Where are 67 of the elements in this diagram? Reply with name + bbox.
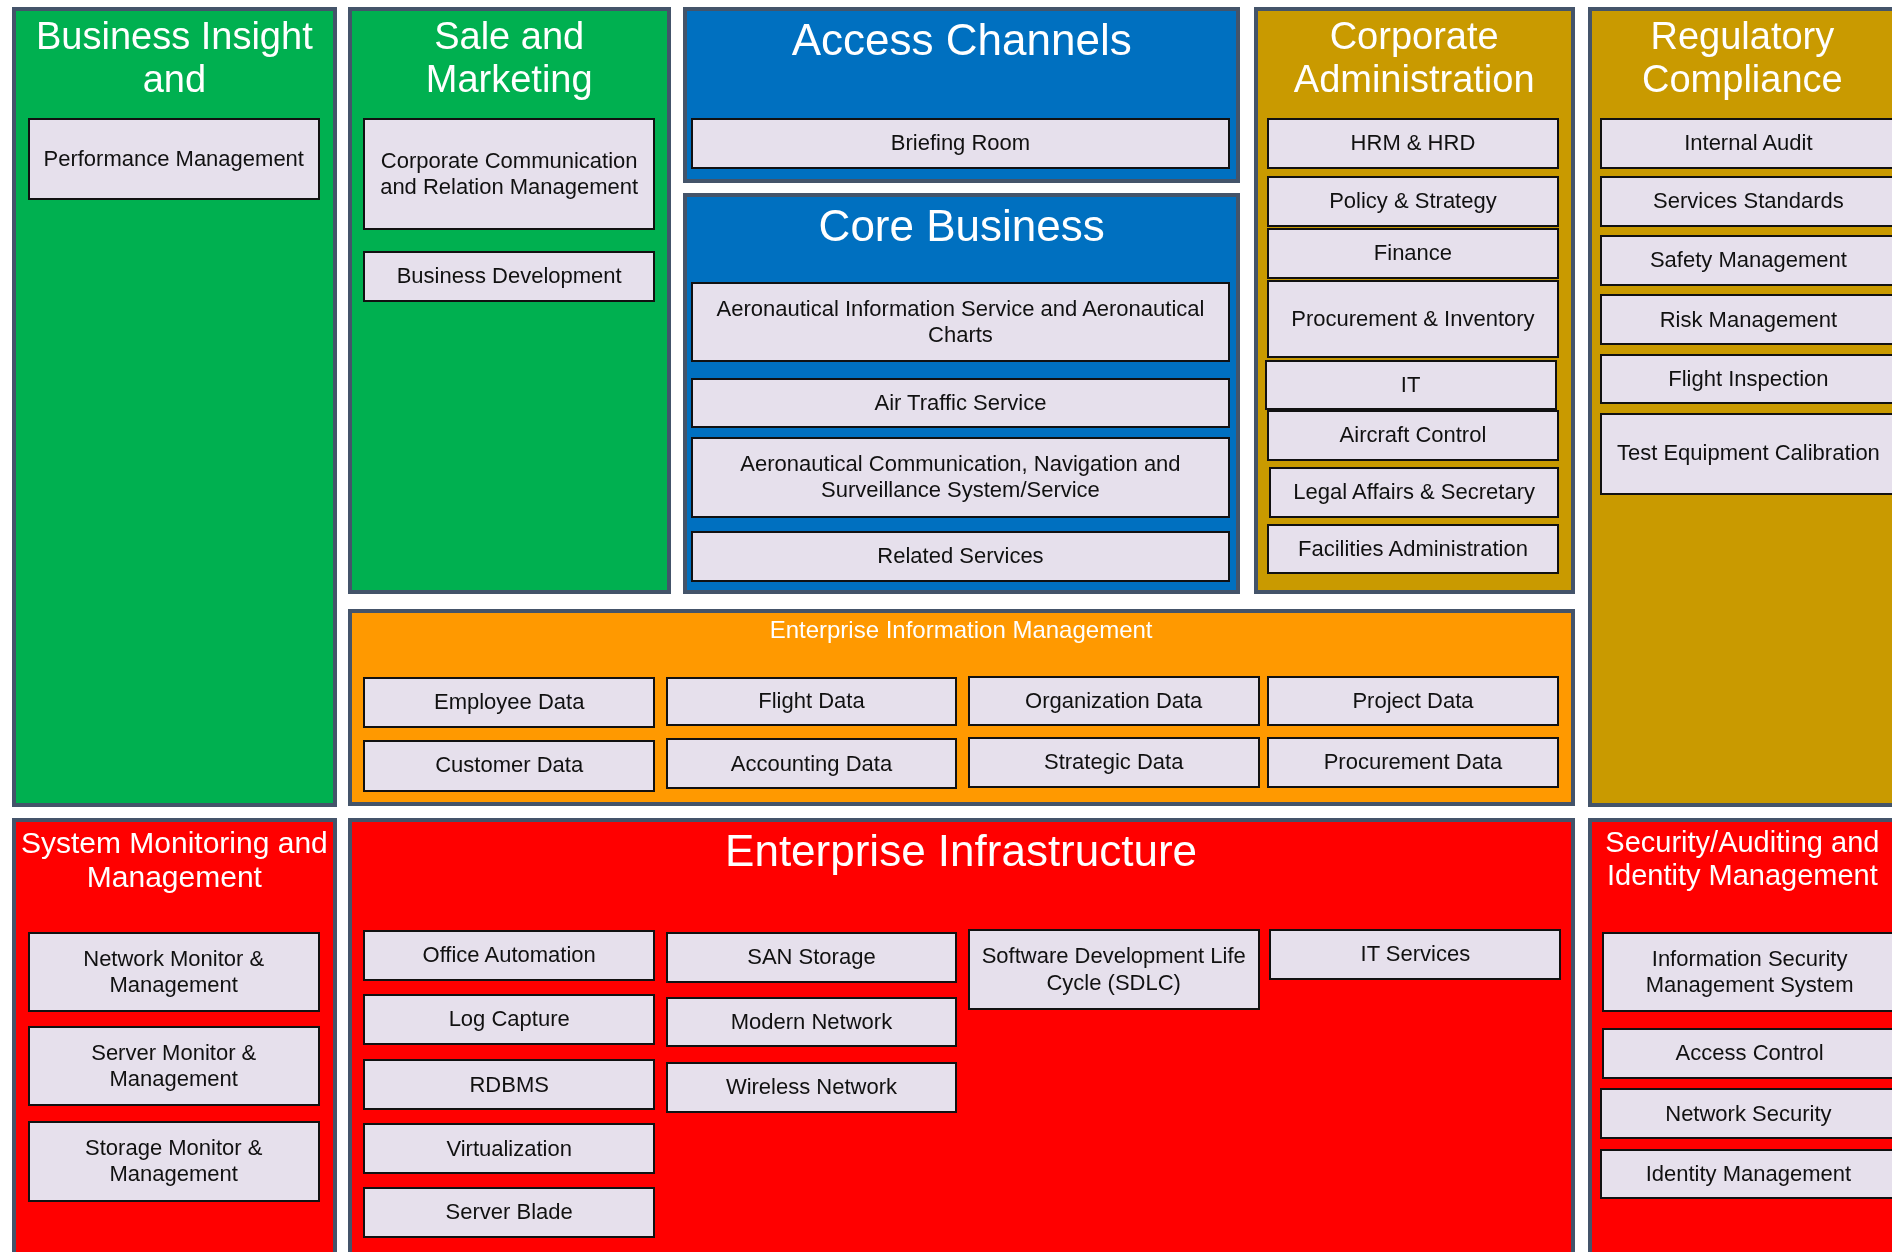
- domain-panel: [682, 193, 1241, 594]
- capability-box: Project Data: [1266, 675, 1559, 727]
- capability-box: Test Equipment Calibration: [1600, 412, 1892, 495]
- capability-box: Server Monitor & Management: [27, 1025, 320, 1107]
- domain-panel: [1253, 7, 1575, 594]
- capability-box: SAN Storage: [666, 931, 957, 984]
- panel-title: Security/Auditing and Identity Management: [1604, 826, 1881, 892]
- capability-box: Facilities Administration: [1266, 523, 1559, 575]
- panel-title: System Monitoring and Management: [19, 826, 329, 894]
- capability-box: IT Services: [1269, 929, 1562, 980]
- domain-panel: [12, 7, 337, 808]
- capability-box: Server Blade: [363, 1187, 656, 1238]
- panel-title: Enterprise Information Management: [768, 617, 1154, 645]
- capability-box: Aeronautical Information Service and Aeronautical Charts: [691, 282, 1230, 362]
- capability-box: Performance Management: [27, 118, 320, 201]
- capability-box: Legal Affairs & Secretary: [1269, 466, 1559, 518]
- capability-box: RDBMS: [363, 1059, 656, 1111]
- capability-box: Aeronautical Communication, Navigation and Surveillance System/Service: [691, 436, 1230, 518]
- capability-box: HRM & HRD: [1266, 118, 1559, 169]
- domain-panel: [682, 7, 1241, 184]
- capability-box: Finance: [1266, 228, 1559, 279]
- capability-box: Software Development Life Cycle (SDLC): [967, 929, 1260, 1010]
- domain-panel: [12, 818, 337, 1252]
- capability-box: Identity Management: [1600, 1148, 1892, 1200]
- panel-title: Enterprise Infrastructure: [724, 826, 1199, 876]
- panel-title: Access Channels: [790, 15, 1133, 65]
- capability-box: Corporate Communication and Relation Management: [363, 118, 656, 231]
- panel-title: Sale and Marketing: [424, 15, 594, 101]
- capability-box: Services Standards: [1600, 176, 1892, 227]
- capability-box: Risk Management: [1600, 294, 1892, 346]
- capability-box: Modern Network: [666, 996, 957, 1048]
- capability-box: Internal Audit: [1600, 118, 1892, 169]
- capability-box: Procurement Data: [1266, 737, 1559, 788]
- domain-panel: [347, 7, 671, 594]
- domain-panel: [1587, 818, 1892, 1252]
- capability-box: IT: [1264, 359, 1557, 411]
- capability-box: Access Control: [1602, 1028, 1892, 1079]
- capability-box: Employee Data: [363, 676, 656, 728]
- panel-title: Regulatory Compliance: [1641, 15, 1844, 101]
- capability-box: Virtualization: [363, 1123, 656, 1175]
- panel-title: Business Insight and: [35, 15, 314, 101]
- domain-panel: [347, 818, 1575, 1252]
- capability-box: Office Automation: [363, 930, 656, 981]
- capability-box: Storage Monitor & Management: [27, 1120, 320, 1202]
- panel-title: Corporate Administration: [1292, 15, 1536, 101]
- domain-panel: [347, 609, 1575, 806]
- capability-box: Business Development: [363, 250, 656, 302]
- capability-box: Procurement & Inventory: [1266, 279, 1559, 359]
- capability-box: Briefing Room: [691, 118, 1230, 169]
- capability-box: Strategic Data: [967, 737, 1260, 788]
- capability-box: Wireless Network: [666, 1061, 957, 1113]
- capability-box: Network Security: [1600, 1088, 1892, 1140]
- capability-box: Aircraft Control: [1266, 410, 1559, 461]
- capability-box: Safety Management: [1600, 235, 1892, 286]
- capability-box: Log Capture: [363, 994, 656, 1045]
- capability-box: Customer Data: [363, 739, 656, 792]
- capability-box: Related Services: [691, 530, 1230, 582]
- capability-box: Network Monitor & Management: [27, 931, 320, 1013]
- capability-box: Accounting Data: [666, 738, 957, 790]
- capability-box: Flight Inspection: [1600, 353, 1892, 405]
- capability-box: Flight Data: [666, 676, 957, 727]
- capability-box: Information Security Management System: [1602, 931, 1892, 1013]
- capability-box: Organization Data: [967, 675, 1260, 727]
- domain-panel: [1587, 7, 1892, 808]
- capability-box: Air Traffic Service: [691, 377, 1230, 429]
- panel-title: Core Business: [817, 201, 1106, 251]
- capability-box: Policy & Strategy: [1266, 176, 1559, 227]
